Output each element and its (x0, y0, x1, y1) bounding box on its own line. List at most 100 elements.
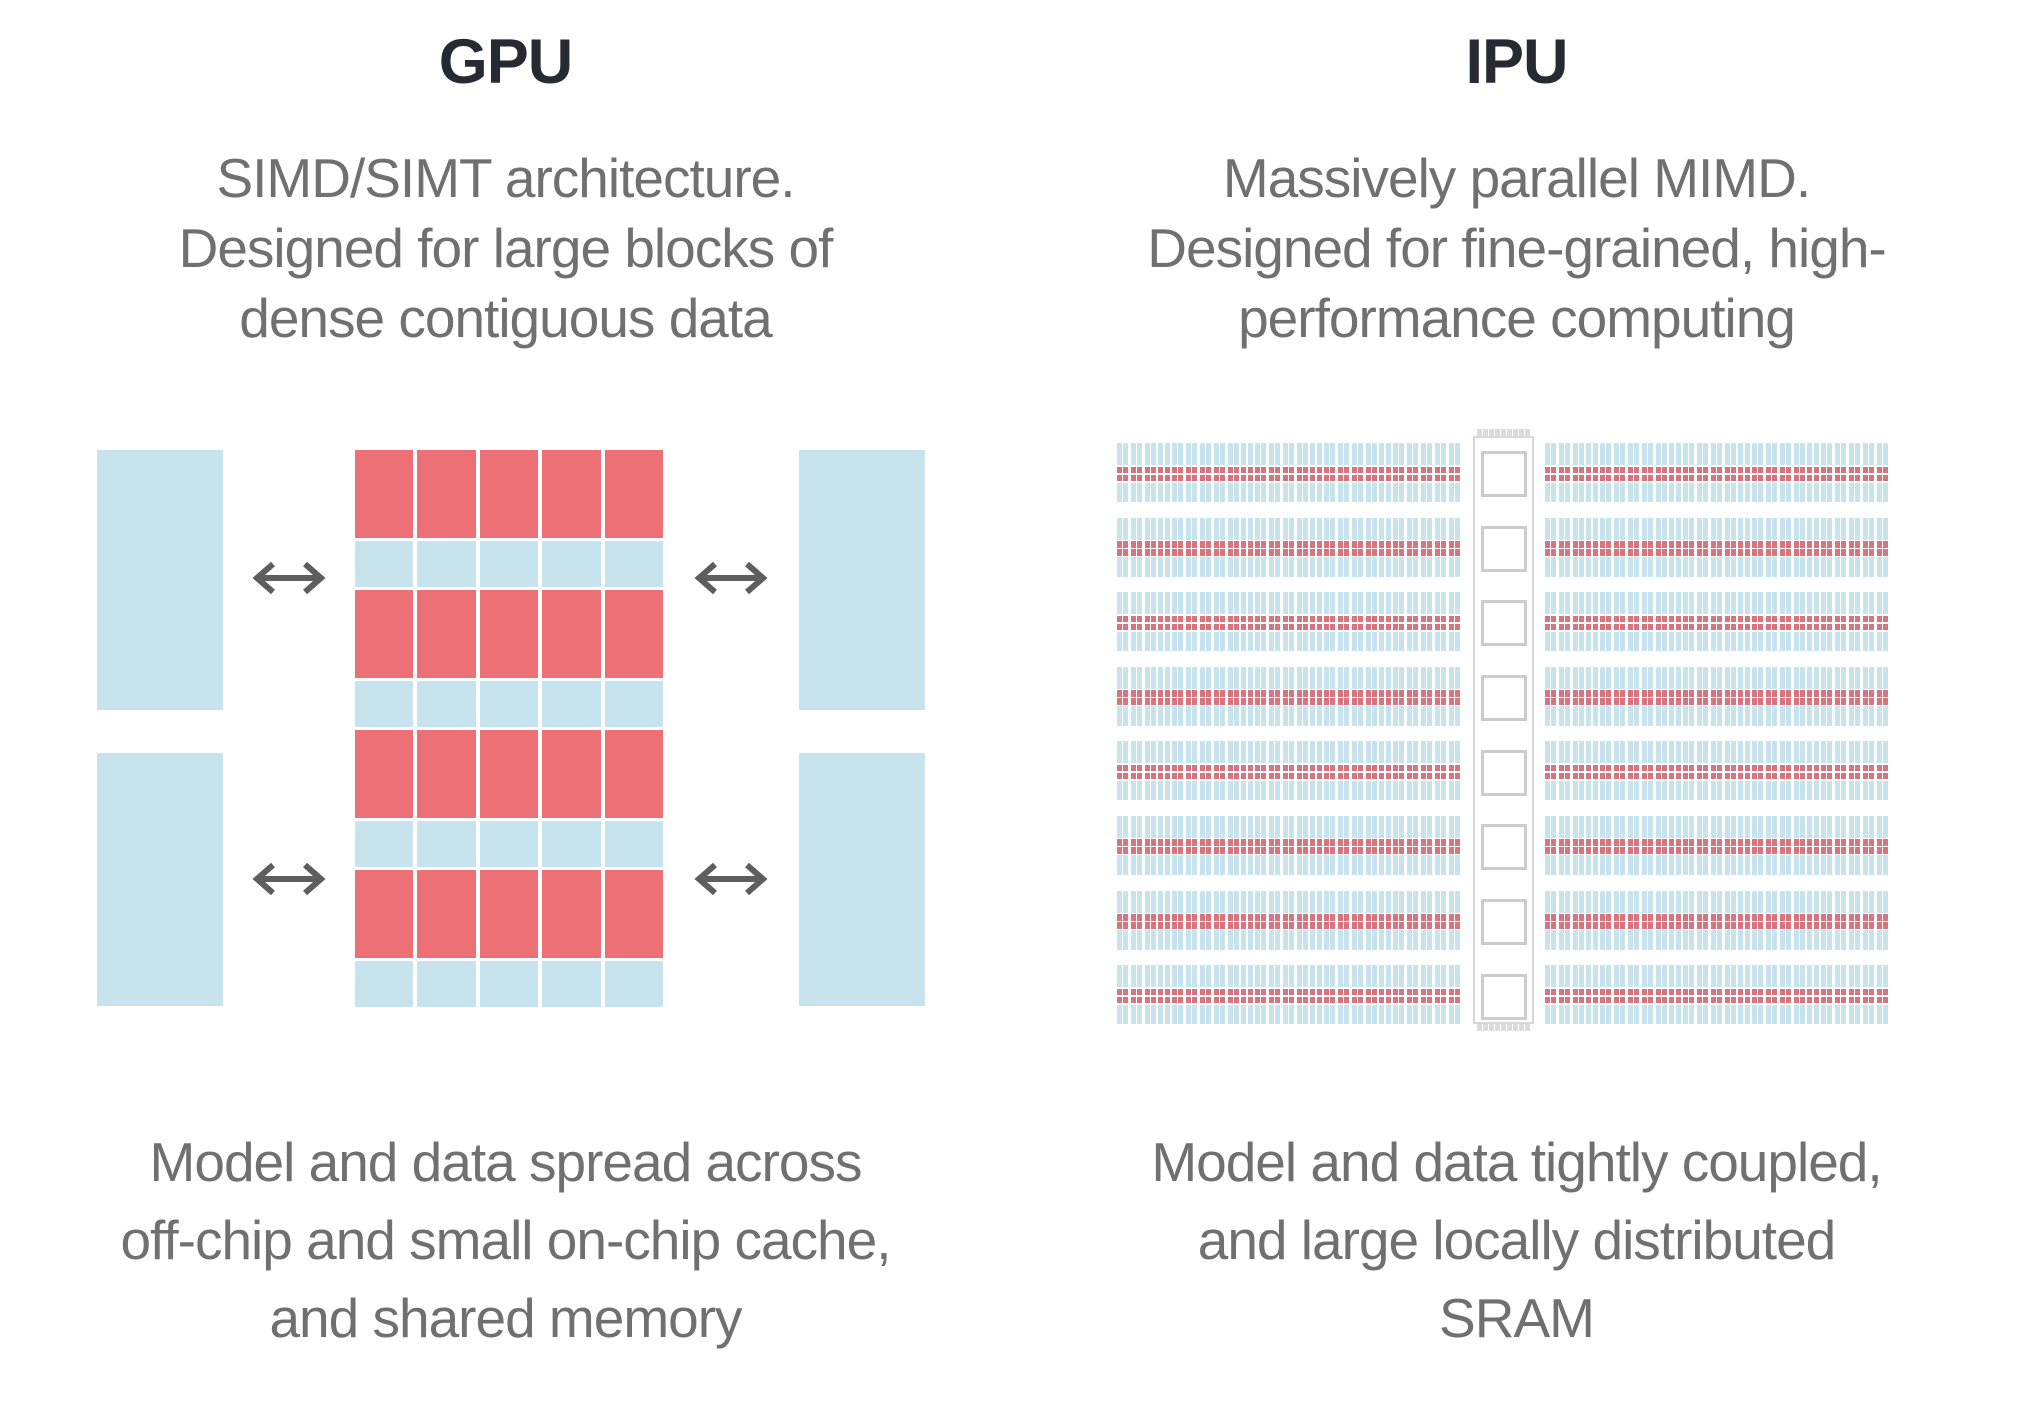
gpu-caption-line: off-chip and small on-chip cache, (120, 1209, 891, 1271)
ipu-tile-pair (1144, 592, 1156, 652)
tile-core-segment (1275, 698, 1281, 705)
tile-sram-segment (1827, 965, 1833, 988)
ipu-tile-pair (1324, 666, 1336, 726)
ipu-tile-pair (1434, 965, 1446, 1025)
tile-core-segment (1647, 690, 1653, 697)
tile-core-segment (1399, 914, 1405, 921)
tile-core-segment (1675, 922, 1681, 929)
tile-core-segment (1288, 698, 1294, 705)
tile-sram-segment (1393, 631, 1399, 652)
tile-core-segment (1137, 623, 1142, 631)
tile-sram-segment (1558, 780, 1564, 801)
tile-core-segment (1282, 698, 1288, 705)
tile-core-segment (1393, 922, 1399, 929)
ipu-tile (1744, 890, 1750, 950)
ipu-tile-pair (1241, 666, 1253, 726)
ipu-tile (1807, 666, 1813, 726)
ipu-tile (1786, 666, 1791, 726)
tile-sram-segment (1316, 930, 1322, 950)
tile-core-segment (1716, 764, 1722, 772)
ipu-tile (1675, 890, 1681, 950)
tile-sram-segment (1724, 1004, 1730, 1025)
tile-core-segment (1855, 623, 1861, 631)
tile-core-segment (1683, 764, 1689, 772)
tile-sram-segment (1448, 741, 1454, 764)
tile-core-segment (1675, 541, 1681, 548)
ipu-tile (1744, 517, 1750, 577)
tile-sram-segment (1565, 815, 1570, 838)
tile-sram-segment (1807, 706, 1813, 726)
tile-sram-segment (1324, 780, 1330, 801)
tile-core-segment (1448, 839, 1454, 846)
tile-sram-segment (1738, 443, 1744, 465)
ipu-tile (1399, 443, 1405, 502)
ipu-tile-pair (1448, 592, 1460, 652)
ipu-tile (1454, 815, 1460, 875)
tile-sram-segment (1178, 965, 1184, 988)
tile-core-segment (1206, 541, 1212, 548)
tile-sram-segment (1164, 930, 1170, 950)
tile-sram-segment (1310, 706, 1316, 726)
tile-core-segment (1199, 615, 1205, 623)
tile-core-segment (1545, 988, 1550, 996)
tile-core-segment (1738, 615, 1744, 623)
tile-sram-segment (1199, 517, 1205, 540)
tile-core-segment (1855, 541, 1861, 548)
tile-sram-segment (1614, 443, 1620, 465)
tile-core-segment (1365, 847, 1371, 854)
tile-sram-segment (1862, 443, 1868, 465)
tile-sram-segment (1683, 443, 1689, 465)
tile-sram-segment (1634, 443, 1640, 465)
ipu-tile (1213, 815, 1219, 875)
ipu-tile-pair (1779, 965, 1791, 1025)
tile-sram-segment (1827, 592, 1833, 615)
ipu-tile-pair (1310, 965, 1322, 1025)
tile-sram-segment (1827, 780, 1833, 801)
tile-sram-segment (1766, 443, 1771, 465)
gpu-cache-cell (479, 961, 539, 1007)
tile-sram-segment (1627, 557, 1633, 577)
ipu-tile-pair (1545, 741, 1557, 801)
tile-core-segment (1454, 914, 1460, 921)
ipu-tile-pair (1365, 666, 1377, 726)
tile-sram-segment (1578, 482, 1584, 502)
ipu-tile-pair (1627, 517, 1640, 577)
tile-core-segment (1399, 764, 1405, 772)
ipu-tile-pair (1807, 666, 1819, 726)
tile-sram-segment (1683, 592, 1689, 615)
tile-sram-segment (1275, 517, 1281, 540)
tile-sram-segment (1130, 482, 1136, 502)
transfer-arrow-icon (249, 561, 329, 595)
tile-sram-segment (1868, 965, 1874, 988)
ipu-tile (1206, 890, 1212, 950)
tile-sram-segment (1296, 890, 1302, 913)
tile-core-segment (1813, 466, 1819, 473)
tile-sram-segment (1407, 666, 1413, 689)
tile-core-segment (1744, 623, 1750, 631)
tile-core-segment (1827, 615, 1833, 623)
tile-sram-segment (1316, 965, 1322, 988)
tile-core-segment (1399, 615, 1405, 623)
tile-sram-segment (1551, 815, 1557, 838)
tile-sram-segment (1379, 855, 1385, 875)
tile-core-segment (1255, 847, 1261, 854)
tile-core-segment (1758, 996, 1764, 1004)
tile-core-segment (1261, 772, 1267, 780)
ipu-tile (1766, 666, 1771, 726)
tile-core-segment (1689, 772, 1695, 780)
tile-core-segment (1758, 474, 1764, 481)
ipu-tile-row (1545, 592, 1888, 652)
ipu-tile (1158, 965, 1164, 1025)
tile-core-segment (1813, 914, 1819, 921)
tile-core-segment (1592, 549, 1598, 556)
tile-core-segment (1164, 847, 1170, 854)
tile-core-segment (1330, 474, 1336, 481)
tile-core-segment (1627, 623, 1633, 631)
ipu-tile-row (1117, 666, 1460, 727)
tile-sram-segment (1351, 965, 1357, 988)
ipu-tile (1393, 666, 1399, 726)
ipu-tile (1669, 443, 1675, 502)
ipu-tile (1793, 666, 1799, 726)
ipu-caption: Model and data tightly coupled, and larg… (1011, 1123, 2022, 1357)
tile-sram-segment (1578, 443, 1584, 465)
